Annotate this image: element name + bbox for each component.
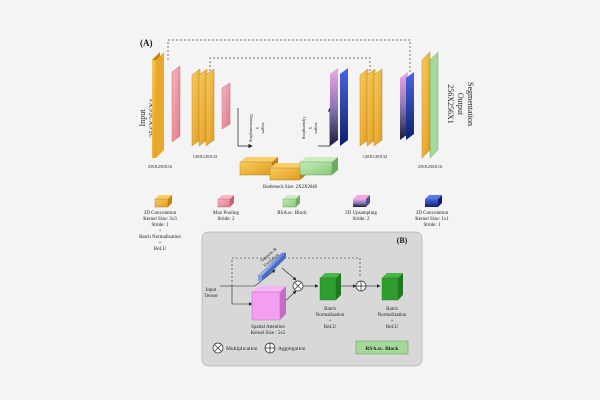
svg-text:Normalization: Normalization — [378, 313, 407, 318]
legend-maxpool: Max Pooling Stride: 2 — [213, 195, 239, 222]
aggregation-op — [355, 280, 367, 292]
svg-text:Stride: 1: Stride: 1 — [151, 223, 169, 228]
encoder-conv-stack-2 — [191, 68, 215, 147]
svg-text:5: 5 — [308, 127, 313, 130]
svg-text:Batch: Batch — [386, 307, 398, 312]
aggregation-legend: Aggregation — [264, 342, 306, 354]
svg-text:Kernel Size : 5x5: Kernel Size : 5x5 — [251, 331, 286, 336]
svg-text:ReLU: ReLU — [386, 325, 399, 330]
svg-text:5: 5 — [255, 127, 260, 130]
input-tensor-label: Input — [206, 288, 217, 293]
svg-text:stages: stages — [261, 123, 266, 134]
skip-connections — [167, 39, 411, 75]
decoder-conv-block-output — [421, 51, 439, 159]
svg-text:Tensor: Tensor — [204, 294, 218, 299]
svg-text:Aggregation: Aggregation — [278, 346, 306, 352]
maxpool-block-1 — [171, 65, 181, 143]
svg-text:+: + — [391, 319, 394, 324]
svg-text:RSA.sc. Block: RSA.sc. Block — [277, 211, 307, 216]
bn-relu-block-1: Batch Normalization + ReLU — [316, 273, 345, 330]
legend-conv3x3: 2D Convolution Kernel Size: 3x3 Stride: … — [139, 195, 181, 252]
legend-rsa-block: RSA.sc. Block — [277, 195, 307, 216]
size-256-left: 256X256X16 — [148, 164, 173, 169]
svg-text:Stride: 2: Stride: 2 — [352, 217, 370, 222]
svg-text:Downsampling: Downsampling — [249, 114, 254, 142]
svg-text:+: + — [329, 319, 332, 324]
decoder-conv-stack-1 — [359, 68, 383, 147]
svg-text:Spatial Attention: Spatial Attention — [251, 325, 285, 330]
svg-text:ReLU: ReLU — [324, 325, 337, 330]
svg-text:2D Convolution: 2D Convolution — [416, 211, 449, 216]
svg-text:Normalization: Normalization — [316, 313, 345, 318]
decoder-upsample-block-2 — [400, 72, 414, 140]
svg-text:Multiplication: Multiplication — [226, 346, 258, 352]
rsa-block-badge: RSA.sc. Block — [355, 340, 409, 355]
legend-conv1x1: 2D Convolution Kernel Size: 1x1 Stride: … — [415, 195, 449, 228]
bottleneck-size: Bottleneck Size: 2X2X2048 — [263, 185, 318, 190]
svg-text:Kernel Size: 3x3: Kernel Size: 3x3 — [143, 217, 177, 222]
output-label: 256X256X1 Output Segmentation — [446, 82, 475, 126]
svg-text:2D Convolution: 2D Convolution — [144, 211, 177, 216]
size-128-left: 128X128X32 — [193, 154, 218, 159]
svg-text:+: + — [159, 241, 162, 246]
svg-text:Max Pooling: Max Pooling — [213, 211, 239, 216]
svg-text:Kernel Size: 1x1: Kernel Size: 1x1 — [415, 217, 449, 222]
panel-a-label: (A) — [140, 38, 153, 48]
decoder-upsample-block-1 — [330, 68, 348, 146]
panel-b-label: (B) — [397, 236, 408, 245]
downsampling-arrow — [237, 108, 253, 149]
svg-text:+: + — [159, 229, 162, 234]
size-256-right: 256X256X16 — [418, 164, 443, 169]
multiplication-legend: Multiplication — [212, 342, 258, 354]
svg-text:Batch: Batch — [324, 307, 336, 312]
svg-text:Segmentation: Segmentation — [466, 82, 475, 126]
svg-text:Output: Output — [456, 93, 465, 116]
downsampling-label: Downsampling 5 stages — [249, 114, 266, 142]
svg-text:Batch Normalization: Batch Normalization — [139, 235, 181, 240]
panel-b: (B) Input Tensor Squeeze & Excitation — [201, 231, 423, 367]
svg-text:ReLU: ReLU — [154, 247, 167, 252]
legend: 2D Convolution Kernel Size: 3x3 Stride: … — [139, 195, 449, 252]
svg-text:Stride: 1: Stride: 1 — [423, 223, 441, 228]
svg-text:2D Upsampling: 2D Upsampling — [345, 211, 377, 216]
svg-text:RSA.sc. Block: RSA.sc. Block — [365, 346, 399, 352]
bottleneck-blocks — [239, 157, 338, 181]
multiplication-op — [292, 280, 304, 292]
spatial-attention-block: Spatial Attention Kernel Size : 5x5 — [251, 286, 286, 336]
panel-b-connections — [220, 257, 381, 306]
maxpool-block-2 — [221, 82, 231, 130]
legend-upsample: 2D Upsampling Stride: 2 — [345, 195, 377, 222]
svg-text:256X256X1: 256X256X1 — [446, 84, 455, 124]
svg-text:stages: stages — [314, 123, 319, 134]
size-128-right: 128X128X32 — [363, 154, 388, 159]
svg-text:Stride: 2: Stride: 2 — [217, 217, 235, 222]
bn-relu-block-2: Batch Normalization + ReLU — [378, 273, 407, 330]
svg-text:Input: Input — [138, 109, 147, 127]
svg-text:Upsampling: Upsampling — [302, 117, 307, 140]
upsampling-label: Upsampling 5 stages — [302, 117, 319, 140]
encoder-conv-block-1 — [152, 52, 164, 158]
